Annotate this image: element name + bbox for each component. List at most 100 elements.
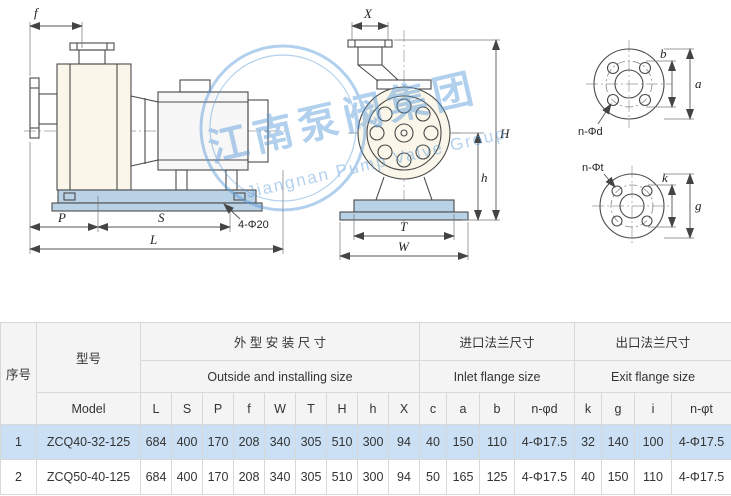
outlet-bolt-hole: [641, 215, 653, 227]
cell-f: 208: [233, 459, 265, 495]
side-view-drawing: [24, 42, 285, 212]
cell-X: 94: [388, 424, 420, 460]
base-plate: [57, 189, 257, 204]
casing-bolt: [415, 106, 431, 122]
casing-bolt: [377, 106, 393, 122]
col-header-a: a: [446, 392, 480, 425]
dim-label-b: b: [660, 46, 667, 61]
cell-i: 110: [634, 459, 673, 495]
dim-label-f: f: [34, 5, 40, 20]
header-row-en: Outside and installing size Inlet flange…: [1, 360, 731, 393]
casing-bolt: [377, 144, 393, 160]
col-header-h: h: [357, 392, 389, 425]
cell-P: 170: [202, 424, 234, 460]
col-header-n-phi-t: n-φt: [671, 392, 731, 425]
cell-T: 305: [295, 459, 327, 495]
col-header-n-phi-d: n-φd: [513, 392, 576, 425]
outlet-bolt-hole: [611, 185, 623, 197]
cell-g: 140: [601, 424, 636, 460]
front-view-drawing: [339, 30, 469, 228]
dim-label-a: a: [695, 76, 702, 91]
cell-L: 684: [140, 424, 172, 460]
cell-a: 150: [446, 424, 480, 460]
suction-pipe: [38, 93, 58, 125]
col-header-i: i: [634, 392, 673, 425]
cell-h: 300: [357, 459, 389, 495]
casing-bolt: [415, 144, 431, 160]
inlet-bolt-hole: [638, 93, 652, 107]
cell-k: 40: [574, 459, 603, 495]
col-header-b: b: [479, 392, 515, 425]
col-header-P: P: [202, 392, 234, 425]
watermark: 江南泵阀集团 Jiangnan Pump Valve Group: [199, 44, 508, 212]
col-header-f: f: [233, 392, 265, 425]
cell-S: 400: [171, 459, 203, 495]
inlet-bolt-hole: [606, 61, 620, 75]
outlet-bore: [619, 193, 645, 219]
inlet-bore: [614, 69, 644, 99]
front-base-flange: [339, 211, 469, 221]
fan-cover: [247, 99, 269, 163]
inlet-flange-outer: [593, 48, 665, 120]
dim-label-P: P: [57, 210, 66, 225]
casing-bolt: [423, 125, 439, 141]
col-header-k: k: [574, 392, 603, 425]
volute-casing: [357, 86, 451, 180]
dim-label-g: g: [695, 198, 702, 213]
inlet-bolt-hole: [606, 93, 620, 107]
cell-f: 208: [233, 424, 265, 460]
cell-b: 110: [479, 424, 515, 460]
dim-label-h: h: [481, 170, 488, 185]
group-header-inlet-cn: 进口法兰尺寸: [418, 322, 576, 361]
motor-foot: [175, 169, 188, 191]
front-base: [353, 199, 455, 213]
header-row-cn: 序号 型号 外 型 安 装 尺 寸 进口法兰尺寸 出口法兰尺寸: [0, 322, 731, 425]
col-header-X: X: [388, 392, 420, 425]
col-header-T: T: [295, 392, 327, 425]
cell-k: 32: [574, 424, 603, 460]
dim-label-L: L: [149, 232, 157, 247]
col-header-g: g: [601, 392, 636, 425]
table-row: 1 ZCQ40-32-125 684 400 170 208 340 305 5…: [0, 424, 731, 460]
outlet-bolt-hole: [641, 185, 653, 197]
cell-model: ZCQ50-40-125: [36, 459, 141, 495]
anchor-slot: [233, 192, 246, 201]
dim-label-H: H: [499, 126, 510, 141]
base-flange: [51, 202, 263, 212]
casing-bolt: [396, 152, 412, 168]
group-header-outside-cn: 外 型 安 装 尺 寸: [140, 322, 420, 361]
cell-serial: 1: [0, 424, 37, 460]
cell-n-phi-t: 4-Φ17.5: [671, 424, 731, 460]
cell-H: 510: [326, 459, 358, 495]
col-header-model-cn: 型号: [36, 322, 141, 393]
outlet-flange-outer: [599, 173, 665, 239]
cell-S: 400: [171, 424, 203, 460]
leader-n-phi-d: [597, 103, 612, 125]
cell-H: 510: [326, 424, 358, 460]
cell-c: 50: [419, 459, 447, 495]
cell-g: 150: [601, 459, 636, 495]
col-header-W: W: [264, 392, 296, 425]
col-header-model-en: Model: [36, 392, 141, 425]
col-header-L: L: [140, 392, 172, 425]
col-header-c: c: [419, 392, 447, 425]
dim-label-T: T: [400, 219, 408, 234]
inlet-bolt-circle: [605, 60, 653, 108]
cell-n-phi-d: 4-Φ17.5: [513, 424, 576, 460]
cell-n-phi-d: 4-Φ17.5: [513, 459, 576, 495]
dim-label-W: W: [398, 239, 410, 254]
cell-model: ZCQ40-32-125: [36, 424, 141, 460]
cell-X: 94: [388, 459, 420, 495]
technical-drawings: f P S L 4-Φ20: [24, 5, 702, 260]
inlet-bolt-hole: [638, 61, 652, 75]
spec-table: 序号 型号 外 型 安 装 尺 寸 进口法兰尺寸 出口法兰尺寸 Outside …: [0, 322, 731, 495]
discharge-pipe: [78, 49, 106, 65]
group-header-inlet-en: Inlet flange size: [418, 360, 576, 393]
inlet-bolt-note: n-Φd: [578, 126, 603, 138]
outlet-bolt-hole: [611, 215, 623, 227]
bolt-note-label: 4-Φ20: [238, 219, 269, 231]
cell-a: 165: [446, 459, 480, 495]
cell-n-phi-t: 4-Φ17.5: [671, 459, 731, 495]
group-header-outside-en: Outside and installing size: [140, 360, 420, 393]
